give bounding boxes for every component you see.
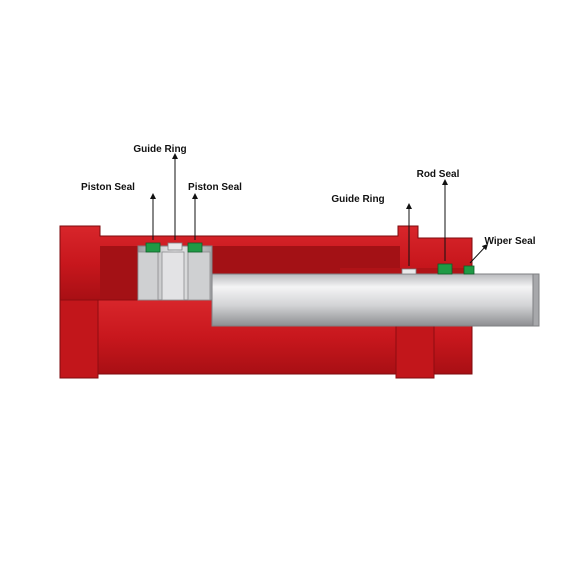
label-guide-ring-rod: Guide Ring	[331, 194, 384, 205]
callout-arrows	[150, 153, 489, 266]
label-rod-seal: Rod Seal	[417, 169, 460, 180]
wiper-seal	[463, 265, 475, 275]
guide-ring-piston	[167, 242, 183, 251]
rear-cap-flange	[60, 300, 98, 378]
label-wiper-seal: Wiper Seal	[484, 236, 535, 247]
piston-section-3	[187, 251, 211, 301]
piston-section-1	[137, 251, 159, 301]
arrow-wiper-seal	[469, 243, 489, 264]
piston-section-2	[161, 251, 185, 301]
label-piston-seal-right: Piston Seal	[188, 182, 242, 193]
label-piston-seal-left: Piston Seal	[81, 182, 135, 193]
label-guide-ring-piston: Guide Ring	[133, 144, 186, 155]
piston-rod	[211, 273, 540, 327]
rod-end-face	[532, 273, 540, 327]
gland-seals	[401, 263, 475, 275]
piston-seal-right	[187, 242, 203, 253]
barrel-upper-wall	[60, 226, 472, 300]
guide-ring-rod	[401, 268, 417, 275]
piston	[137, 242, 213, 301]
piston-seal-left	[145, 242, 161, 253]
rod-seal	[437, 263, 453, 275]
rod-shaft	[211, 273, 538, 327]
